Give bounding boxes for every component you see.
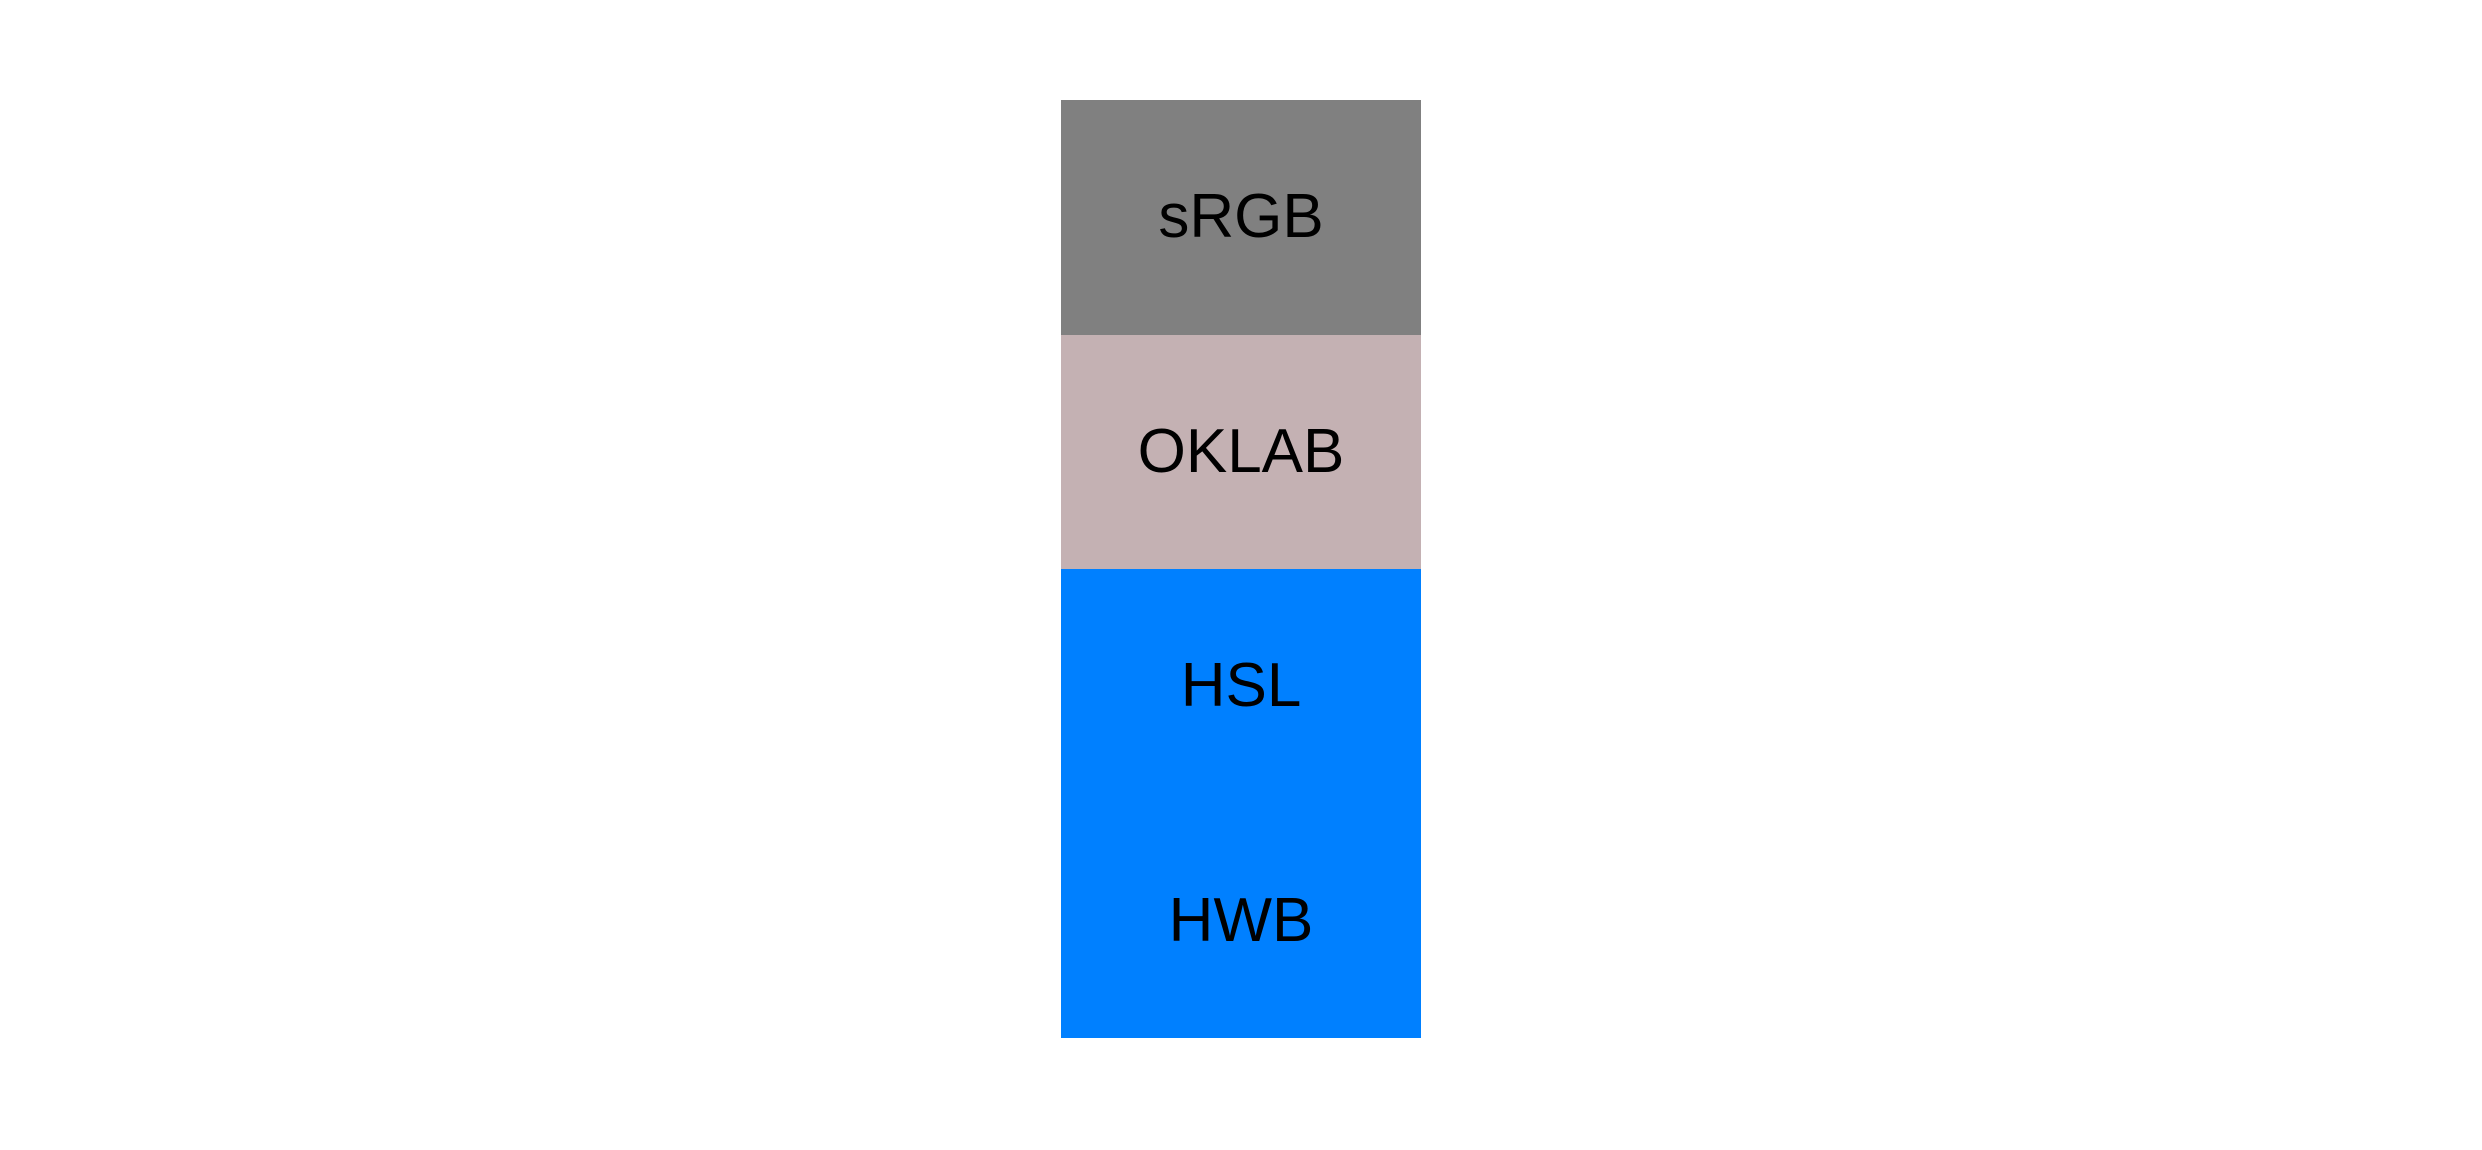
color-space-swatch-stack: sRGB OKLAB HSL HWB [1061, 100, 1421, 1038]
swatch-hwb: HWB [1061, 803, 1421, 1038]
swatch-srgb-label: sRGB [1158, 182, 1324, 252]
swatch-oklab-label: OKLAB [1137, 416, 1345, 486]
swatch-oklab: OKLAB [1061, 334, 1421, 569]
swatch-hwb-label: HWB [1168, 885, 1314, 955]
swatch-srgb: sRGB [1061, 100, 1421, 335]
swatch-hsl: HSL [1061, 569, 1421, 804]
swatch-hsl-label: HSL [1180, 651, 1302, 721]
